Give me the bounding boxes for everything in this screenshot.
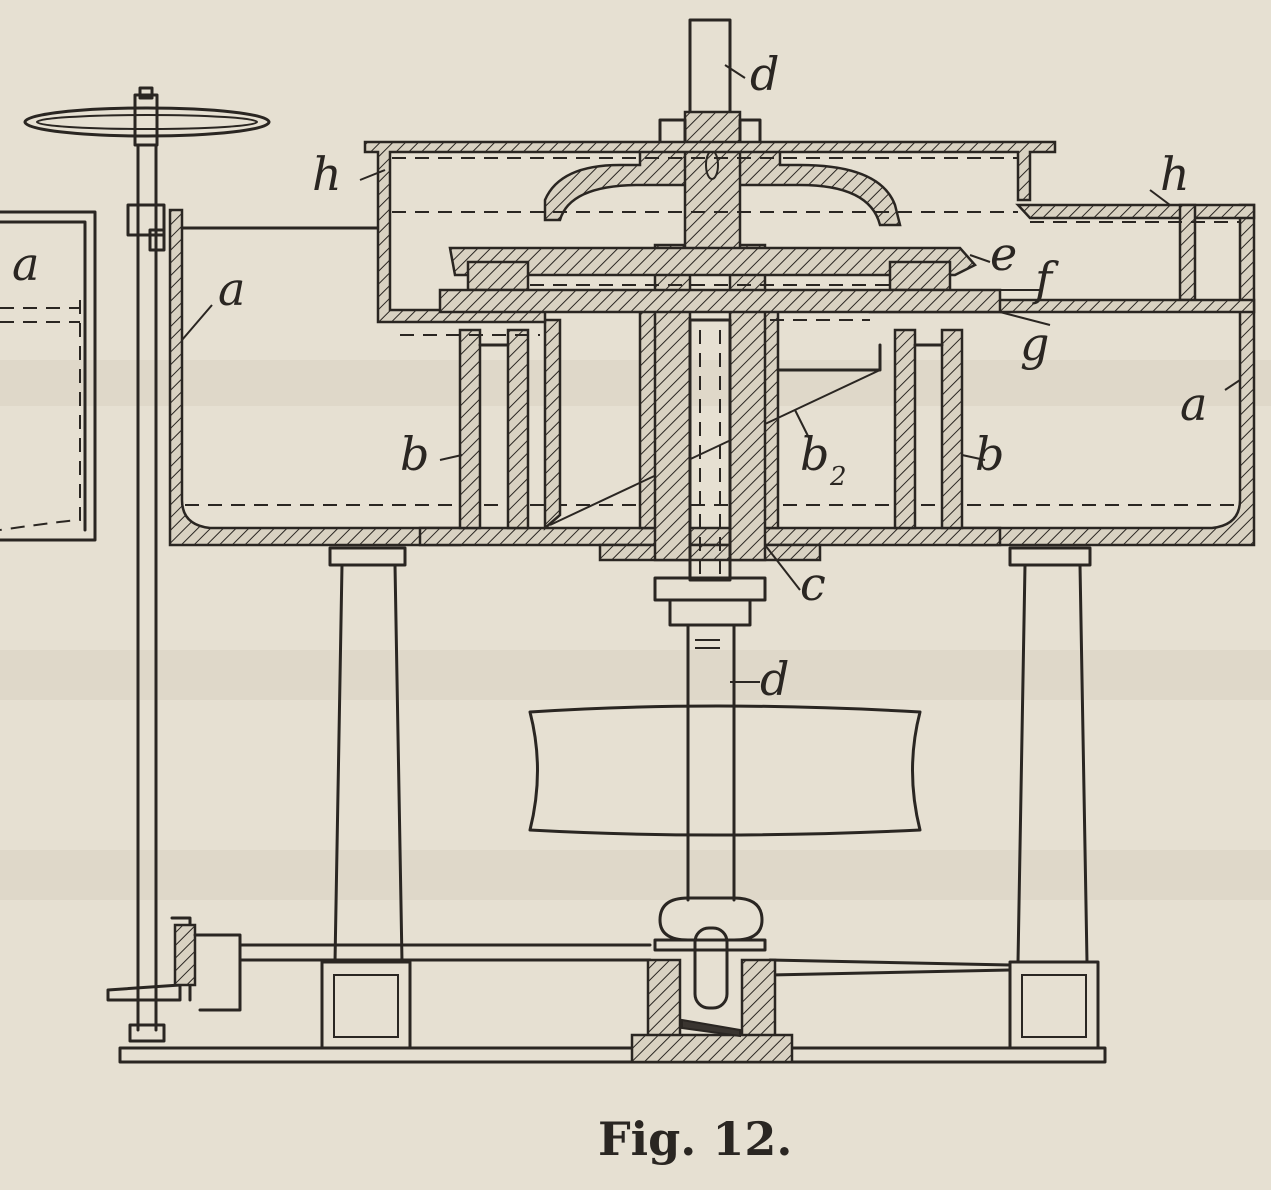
label-d-bottom: d — [760, 652, 789, 706]
left-vessel-fragment — [0, 210, 97, 542]
bowl-floor — [418, 526, 1002, 562]
label-h-right: h — [1160, 147, 1190, 201]
base-plate — [118, 1046, 1107, 1064]
basket-wall-left — [458, 328, 530, 530]
label-e: e — [990, 227, 1017, 281]
foot-bearing — [630, 896, 794, 1064]
filter-ring-ef — [400, 246, 1002, 336]
label-a-right: a — [1180, 377, 1207, 431]
upper-pan-h — [363, 140, 1256, 324]
label-f: f — [1032, 252, 1059, 306]
label-b-left: b — [400, 427, 429, 481]
drum-cover — [543, 18, 902, 252]
label-a-far-left: a — [12, 237, 39, 291]
drive-pulley — [528, 704, 922, 837]
label-c: c — [800, 557, 826, 611]
handwheel-assembly — [23, 86, 271, 1043]
inner-cone-b2 — [543, 298, 882, 531]
label-h-left: h — [312, 147, 342, 201]
figure-caption: Fig. 12. — [598, 1112, 792, 1166]
left-column — [320, 546, 412, 1050]
part-labels: d h h a a a e f g b b b 2 c d — [12, 47, 1207, 706]
label-d-top: d — [750, 47, 779, 101]
show-through-background — [0, 360, 1271, 900]
label-g: g — [1020, 317, 1049, 371]
right-column — [1008, 546, 1100, 1050]
label-b2: b — [800, 427, 829, 481]
label-b-right: b — [975, 427, 1004, 481]
basket-wall-right — [893, 328, 964, 530]
label-a-left: a — [218, 262, 245, 316]
central-hub — [653, 243, 767, 627]
leader-lines — [181, 64, 1241, 683]
bevel-gear-linkage — [106, 916, 1012, 1012]
label-b2-subscript: 2 — [829, 462, 847, 492]
